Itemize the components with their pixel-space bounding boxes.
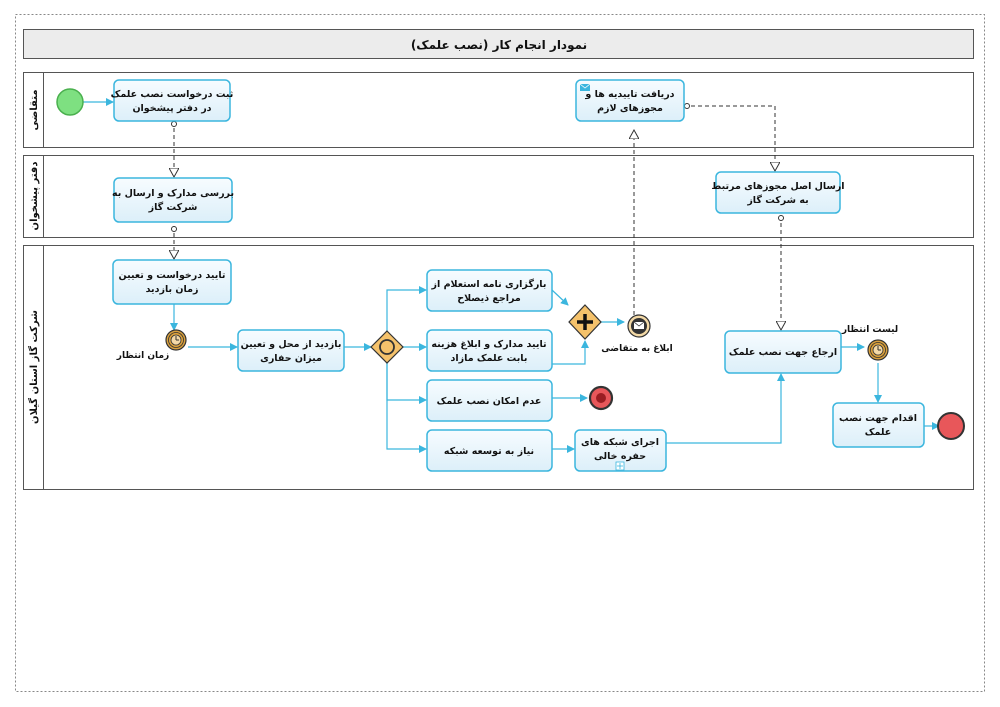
svg-text:بررسی مدارک و ارسال به: بررسی مدارک و ارسال به bbox=[112, 188, 234, 199]
timer-label-wait: زمان انتظار bbox=[116, 351, 169, 361]
lane-label-applicant: متقاضی bbox=[29, 89, 40, 130]
task-send-permits: ارسال اصل مجوزهای مرتبط به شرکت گاز bbox=[711, 171, 845, 214]
event-label-notify: ابلاغ به متقاضی bbox=[601, 344, 672, 354]
svg-text:تایید مدارک و ابلاغ هزینه: تایید مدارک و ابلاغ هزینه bbox=[431, 339, 546, 350]
subprocess-excavation: اجرای شبکه های حفره خالی bbox=[574, 429, 667, 472]
task-upload-inquiry: بارگزاری نامه استعلام از مراجع ذیصلاح bbox=[426, 269, 553, 312]
svg-text:علمک: علمک bbox=[865, 427, 891, 438]
svg-text:ارجاع جهت نصب علمک: ارجاع جهت نصب علمک bbox=[729, 347, 837, 358]
svg-text:بابت علمک مازاد: بابت علمک مازاد bbox=[451, 353, 528, 364]
title-bar bbox=[23, 29, 974, 59]
task-refer-install: ارجاع جهت نصب علمک bbox=[724, 330, 842, 374]
svg-text:نیاز به توسعه شبکه: نیاز به توسعه شبکه bbox=[444, 446, 534, 457]
message-flows bbox=[172, 103, 784, 331]
task-install: اقدام جهت نصب علمک bbox=[832, 402, 925, 448]
svg-text:تایید درخواست و تعیین: تایید درخواست و تعیین bbox=[119, 270, 226, 281]
timer-label-waitlist: لیست انتظار bbox=[841, 325, 898, 335]
task-receive-approvals: دریافت تاییدیه ها و مجوزهای لازم bbox=[575, 79, 685, 122]
svg-text:اجرای شبکه های: اجرای شبکه های bbox=[581, 437, 659, 448]
task-register-request: ثبت درخواست نصب علمک در دفتر پیشخوان bbox=[111, 79, 234, 122]
task-impossible: عدم امکان نصب علمک bbox=[426, 379, 553, 422]
svg-text:زمان بازدید: زمان بازدید bbox=[146, 284, 199, 295]
svg-text:مراجع ذیصلاح: مراجع ذیصلاح bbox=[457, 293, 521, 304]
svg-text:به شرکت گاز: به شرکت گاز bbox=[746, 194, 808, 206]
task-network-expansion: نیاز به توسعه شبکه bbox=[426, 429, 553, 472]
task-confirm-cost: تایید مدارک و ابلاغ هزینه بابت علمک مازا… bbox=[426, 329, 553, 372]
parallel-gateway bbox=[568, 304, 602, 340]
task-review-documents: بررسی مدارک و ارسال به شرکت گاز bbox=[112, 177, 234, 223]
svg-text:ثبت درخواست نصب علمک: ثبت درخواست نصب علمک bbox=[111, 89, 234, 100]
timer-event-waitlist bbox=[867, 339, 889, 361]
svg-text:اقدام جهت نصب: اقدام جهت نصب bbox=[839, 413, 917, 424]
page-border bbox=[15, 14, 985, 692]
svg-text:بازدید از محل و تعیین: بازدید از محل و تعیین bbox=[241, 339, 342, 350]
svg-text:میزان حفاری: میزان حفاری bbox=[260, 353, 322, 364]
end-event-impossible bbox=[588, 385, 614, 411]
sequence-flows bbox=[83, 98, 940, 453]
lane-label-company: شرکت گاز استان گیلان bbox=[27, 310, 40, 424]
task-confirm-schedule: تایید درخواست و تعیین زمان بازدید bbox=[112, 259, 232, 305]
start-event bbox=[56, 88, 84, 116]
svg-text:عدم امکان نصب علمک: عدم امکان نصب علمک bbox=[437, 396, 542, 407]
svg-text:شرکت گاز: شرکت گاز bbox=[148, 201, 198, 213]
lane-label-office: دفتر پیشخوان bbox=[29, 162, 40, 231]
envelope-icon bbox=[579, 83, 591, 91]
svg-text:حفره خالی: حفره خالی bbox=[594, 451, 646, 462]
diagram-title: نمودار انجام کار (نصب علمک) bbox=[411, 38, 587, 53]
timer-event-wait bbox=[165, 329, 187, 351]
svg-text:بارگزاری نامه استعلام از: بارگزاری نامه استعلام از bbox=[431, 278, 547, 290]
subprocess-marker-icon bbox=[615, 461, 625, 471]
end-event bbox=[937, 412, 965, 440]
svg-text:مجوزهای لازم: مجوزهای لازم bbox=[597, 103, 663, 114]
svg-text:ارسال اصل مجوزهای مرتبط: ارسال اصل مجوزهای مرتبط bbox=[711, 181, 844, 192]
task-site-visit: بازدید از محل و تعیین میزان حفاری bbox=[237, 329, 345, 372]
inclusive-gateway bbox=[370, 330, 404, 364]
svg-text:دریافت تاییدیه ها و: دریافت تاییدیه ها و bbox=[584, 89, 674, 100]
message-event-notify bbox=[627, 314, 651, 338]
svg-text:در دفتر پیشخوان: در دفتر پیشخوان bbox=[132, 103, 211, 114]
